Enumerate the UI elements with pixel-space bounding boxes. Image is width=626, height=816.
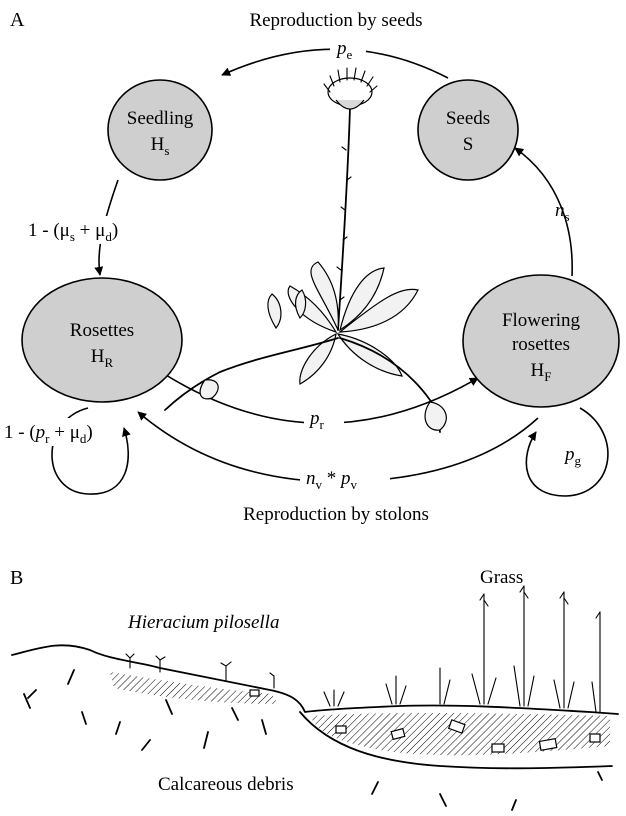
node-rosettes: Rosettes HR — [22, 278, 182, 402]
edge-label-nvpv: nv * pv — [306, 468, 358, 492]
node-flowering-rosettes: Flowering rosettes HF — [463, 275, 619, 407]
node-seeds: Seeds S — [418, 80, 518, 180]
title-reproduction-by-seeds: Reproduction by seeds — [249, 10, 422, 31]
flower-head — [324, 68, 377, 109]
flowering-line1: Flowering — [502, 310, 581, 331]
title-reproduction-by-stolons: Reproduction by stolons — [243, 504, 429, 525]
node-seedling: Seedling Hs — [108, 80, 212, 180]
grass-label: Grass — [480, 567, 523, 588]
seeds-name: Seeds — [446, 108, 490, 129]
panel-a: A Reproduction by seeds pe ns 1 - (μs + … — [2, 9, 619, 525]
rosettes-name: Rosettes — [70, 320, 134, 341]
soil-profile-illustration — [12, 586, 618, 810]
panel-a-label: A — [10, 9, 25, 31]
panel-b: B Hieracium pilosella Grass Calcareous d… — [10, 567, 618, 810]
seedling-name: Seedling — [127, 108, 194, 129]
species-label: Hieracium pilosella — [127, 612, 279, 633]
loop-label-flowering: pg — [563, 444, 582, 468]
flowering-line2: rosettes — [512, 334, 570, 355]
panel-b-label: B — [10, 567, 23, 589]
edge-label-ns: ns — [555, 200, 570, 224]
seeds-symbol: S — [463, 134, 474, 155]
calcareous-debris-label: Calcareous debris — [158, 774, 294, 795]
debris-layer-left — [110, 672, 278, 704]
